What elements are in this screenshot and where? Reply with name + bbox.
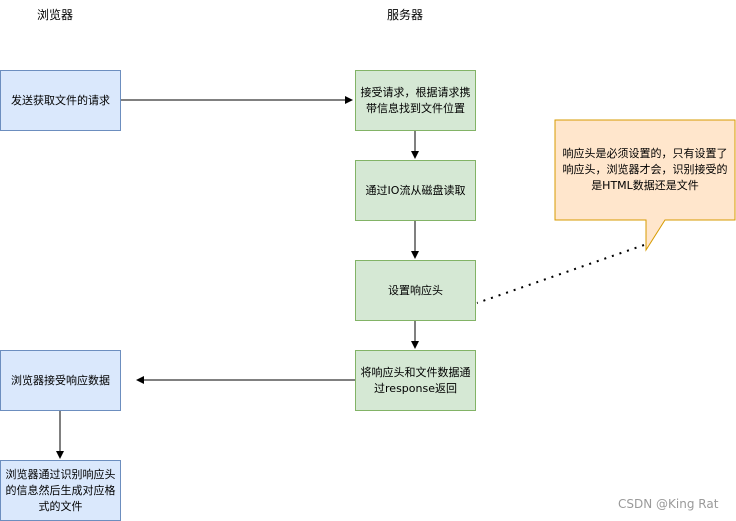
receive-request-label: 接受请求，根据请求携带信息找到文件位置 [360, 85, 471, 115]
browser-receive-node: 浏览器接受响应数据 [0, 350, 121, 411]
browser-lane-title: 浏览器 [37, 8, 74, 22]
receive-request-node: 接受请求，根据请求携带信息找到文件位置 [355, 70, 476, 131]
set-header-node: 设置响应头 [355, 260, 476, 321]
server-lane-title: 服务器 [387, 8, 424, 22]
set-header-label: 设置响应头 [388, 283, 443, 297]
watermark: CSDN @King Rat [618, 497, 719, 511]
callout-link [476, 244, 645, 304]
return-response-node: 将响应头和文件数据通过response返回 [355, 350, 476, 411]
callout-note-text: 响应头是必须设置的，只有设置了响应头，浏览器才会，识别接受的是HTML数据还是文… [562, 147, 728, 192]
send-request-node: 发送获取文件的请求 [0, 70, 121, 131]
send-request-label: 发送获取文件的请求 [11, 93, 110, 107]
callout-note: 响应头是必须设置的，只有设置了响应头，浏览器才会，识别接受的是HTML数据还是文… [557, 122, 733, 218]
browser-generate-label: 浏览器通过识别响应头的信息然后生成对应格式的文件 [5, 467, 116, 513]
browser-generate-node: 浏览器通过识别响应头的信息然后生成对应格式的文件 [0, 460, 121, 521]
read-disk-label: 通过IO流从磁盘读取 [365, 183, 466, 197]
browser-receive-label: 浏览器接受响应数据 [11, 373, 110, 387]
callout-shape [554, 119, 736, 252]
return-response-label: 将响应头和文件数据通过response返回 [360, 365, 471, 395]
read-disk-node: 通过IO流从磁盘读取 [355, 160, 476, 221]
